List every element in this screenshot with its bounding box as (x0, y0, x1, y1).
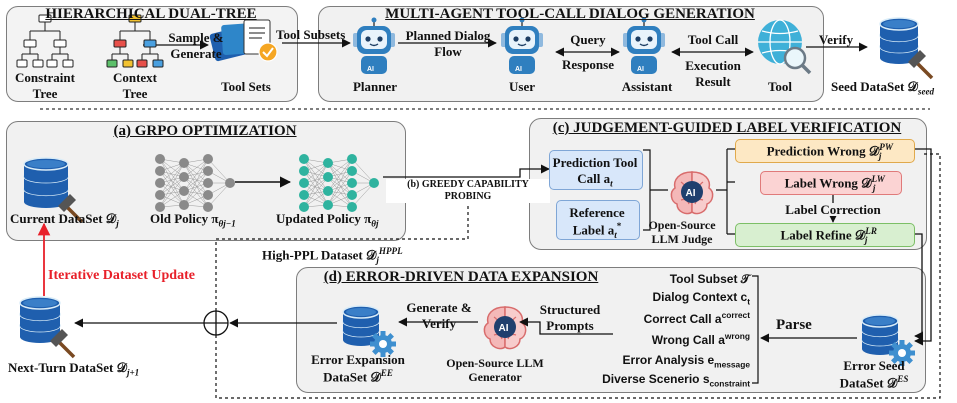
assistant-label: Assistant (621, 79, 673, 94)
high-ppl-dataset-label: High-PPL Dataset 𝒟jHPPL (262, 246, 403, 265)
label-refine-box (735, 223, 915, 247)
arrow-probing-to-prediction (383, 164, 550, 178)
parse-label: Parse (776, 317, 812, 333)
seed-dataset-label: Seed DataSet 𝒟seed (831, 79, 935, 97)
dashed-hppl-to-update (215, 188, 469, 312)
dashed-bottom-loop (215, 153, 941, 399)
assistant-robot-icon: AI (623, 17, 665, 74)
execution-result-label: Execution Result (685, 58, 741, 89)
ai-badge: AI (515, 66, 522, 73)
bracket-judge-to-outputs (716, 148, 735, 235)
planner-label: Planner (352, 79, 398, 94)
label-wrong-label: Label Wrong 𝒟LWj (784, 174, 885, 193)
generate-verify-label: Generate & Verify (406, 300, 472, 331)
tool-subsets-label: Tool Subsets (276, 27, 346, 42)
toolsets-icon (209, 19, 278, 62)
structured-prompts-label: Structured Prompts (539, 302, 601, 333)
response-label: Response (561, 57, 614, 72)
judgement-title: (c) JUDGEMENT-GUIDED LABEL VERIFICATION (552, 120, 902, 136)
query-label: Query (570, 32, 606, 47)
tool-call-label: Tool Call (687, 32, 739, 47)
generator-label: Open-Source LLM Generator (446, 356, 544, 385)
current-dataset-label: Current DataSet 𝒟j (10, 211, 119, 229)
error-expansion-db-icon (342, 305, 396, 357)
constraint-tree-icon (16, 14, 74, 68)
arrow-fields-to-generator (519, 317, 613, 335)
field-wrong-call: Wrong Call awrong (651, 331, 750, 347)
field-dialog-context: Dialog Context ct (652, 290, 750, 307)
seed-dataset-db-icon (879, 17, 934, 80)
user-label: User (509, 79, 535, 94)
next-turn-dataset-label: Next-Turn DataSet 𝒟j+1 (8, 360, 140, 378)
prediction-label: Prediction Tool Call at (552, 155, 638, 189)
label-refine-label: Label Refine 𝒟LRj (780, 226, 877, 245)
current-dataset-db-icon (23, 157, 84, 224)
updated-policy-label: Updated Policy πθj (276, 211, 379, 229)
bracket-inputs-to-judge (643, 149, 668, 231)
context-tree-icon (106, 14, 164, 68)
dialog-generation-title: MULTI-AGENT TOOL-CALL DIALOG GENERATION (385, 6, 755, 22)
pred-wrong-label: Prediction Wrong 𝒟PWj (766, 142, 893, 161)
planner-robot-icon: AI (353, 17, 395, 74)
next-dataset-db-icon (19, 296, 76, 359)
ai-badge: AI (686, 188, 696, 199)
field-diverse-scenario: Diverse Scenerio sconstraint (602, 372, 750, 389)
field-tool-subset: Tool Subset 𝒯 (669, 272, 750, 286)
grpo-title: (a) GRPO OPTIMIZATION (113, 123, 297, 139)
bracket-fields (752, 275, 759, 384)
tool-globe-icon (758, 19, 812, 75)
ai-badge: AI (637, 66, 644, 73)
expansion-panel (296, 267, 926, 393)
field-correct-call: Correct Call acorrect (643, 310, 750, 326)
old-policy-label: Old Policy πθj−1 (150, 211, 236, 229)
error-seed-label: Error Seed DataSet 𝒟ES (839, 358, 909, 390)
constraint-tree-label: Constraint Tree (15, 70, 75, 101)
tool-label: Tool (767, 79, 793, 94)
ai-badge: AI (499, 323, 509, 334)
ai-badge: AI (367, 66, 374, 73)
pred-wrong-box (735, 139, 915, 163)
planned-flow-label: Planned Dialog Flow (405, 28, 491, 59)
sample-generate-label: Sample & Generate (168, 30, 224, 61)
tool-sets-label: Tool Sets (221, 79, 271, 94)
judge-ai-brain-icon: AI (670, 171, 714, 215)
arrow-pred-wrong-to-errseed (913, 148, 932, 346)
iterative-update-label: Iterative Dataset Update (48, 268, 195, 283)
probing-label: (b) GREEDY CAPABILITY PROBING (386, 179, 550, 203)
generator-ai-brain-icon: AI (483, 306, 527, 350)
field-error-analysis: Error Analysis emessage (622, 353, 750, 370)
arrow-label-refine-to-errseed (913, 233, 924, 341)
label-wrong-box (760, 171, 902, 195)
judge-name-label: Open-Source LLM Judge (648, 218, 716, 247)
user-robot-icon: AI (501, 17, 543, 74)
prediction-box (549, 150, 643, 190)
reference-box (556, 200, 640, 240)
expansion-title: (d) ERROR-DRIVEN DATA EXPANSION (323, 269, 599, 285)
verify-label: Verify (818, 32, 854, 47)
error-expansion-label: Error Expansion DataSet 𝒟EE (311, 352, 405, 384)
reference-label: Reference Label at* (569, 205, 625, 240)
dual-tree-title: HIERARCHICAL DUAL-TREE (45, 6, 257, 22)
old-policy-network-icon (155, 154, 235, 212)
label-correction-label: Label Correction (770, 203, 896, 216)
updated-policy-network-icon (299, 154, 379, 212)
context-tree-label: Context Tree (112, 70, 158, 101)
error-seed-db-icon (861, 314, 915, 366)
